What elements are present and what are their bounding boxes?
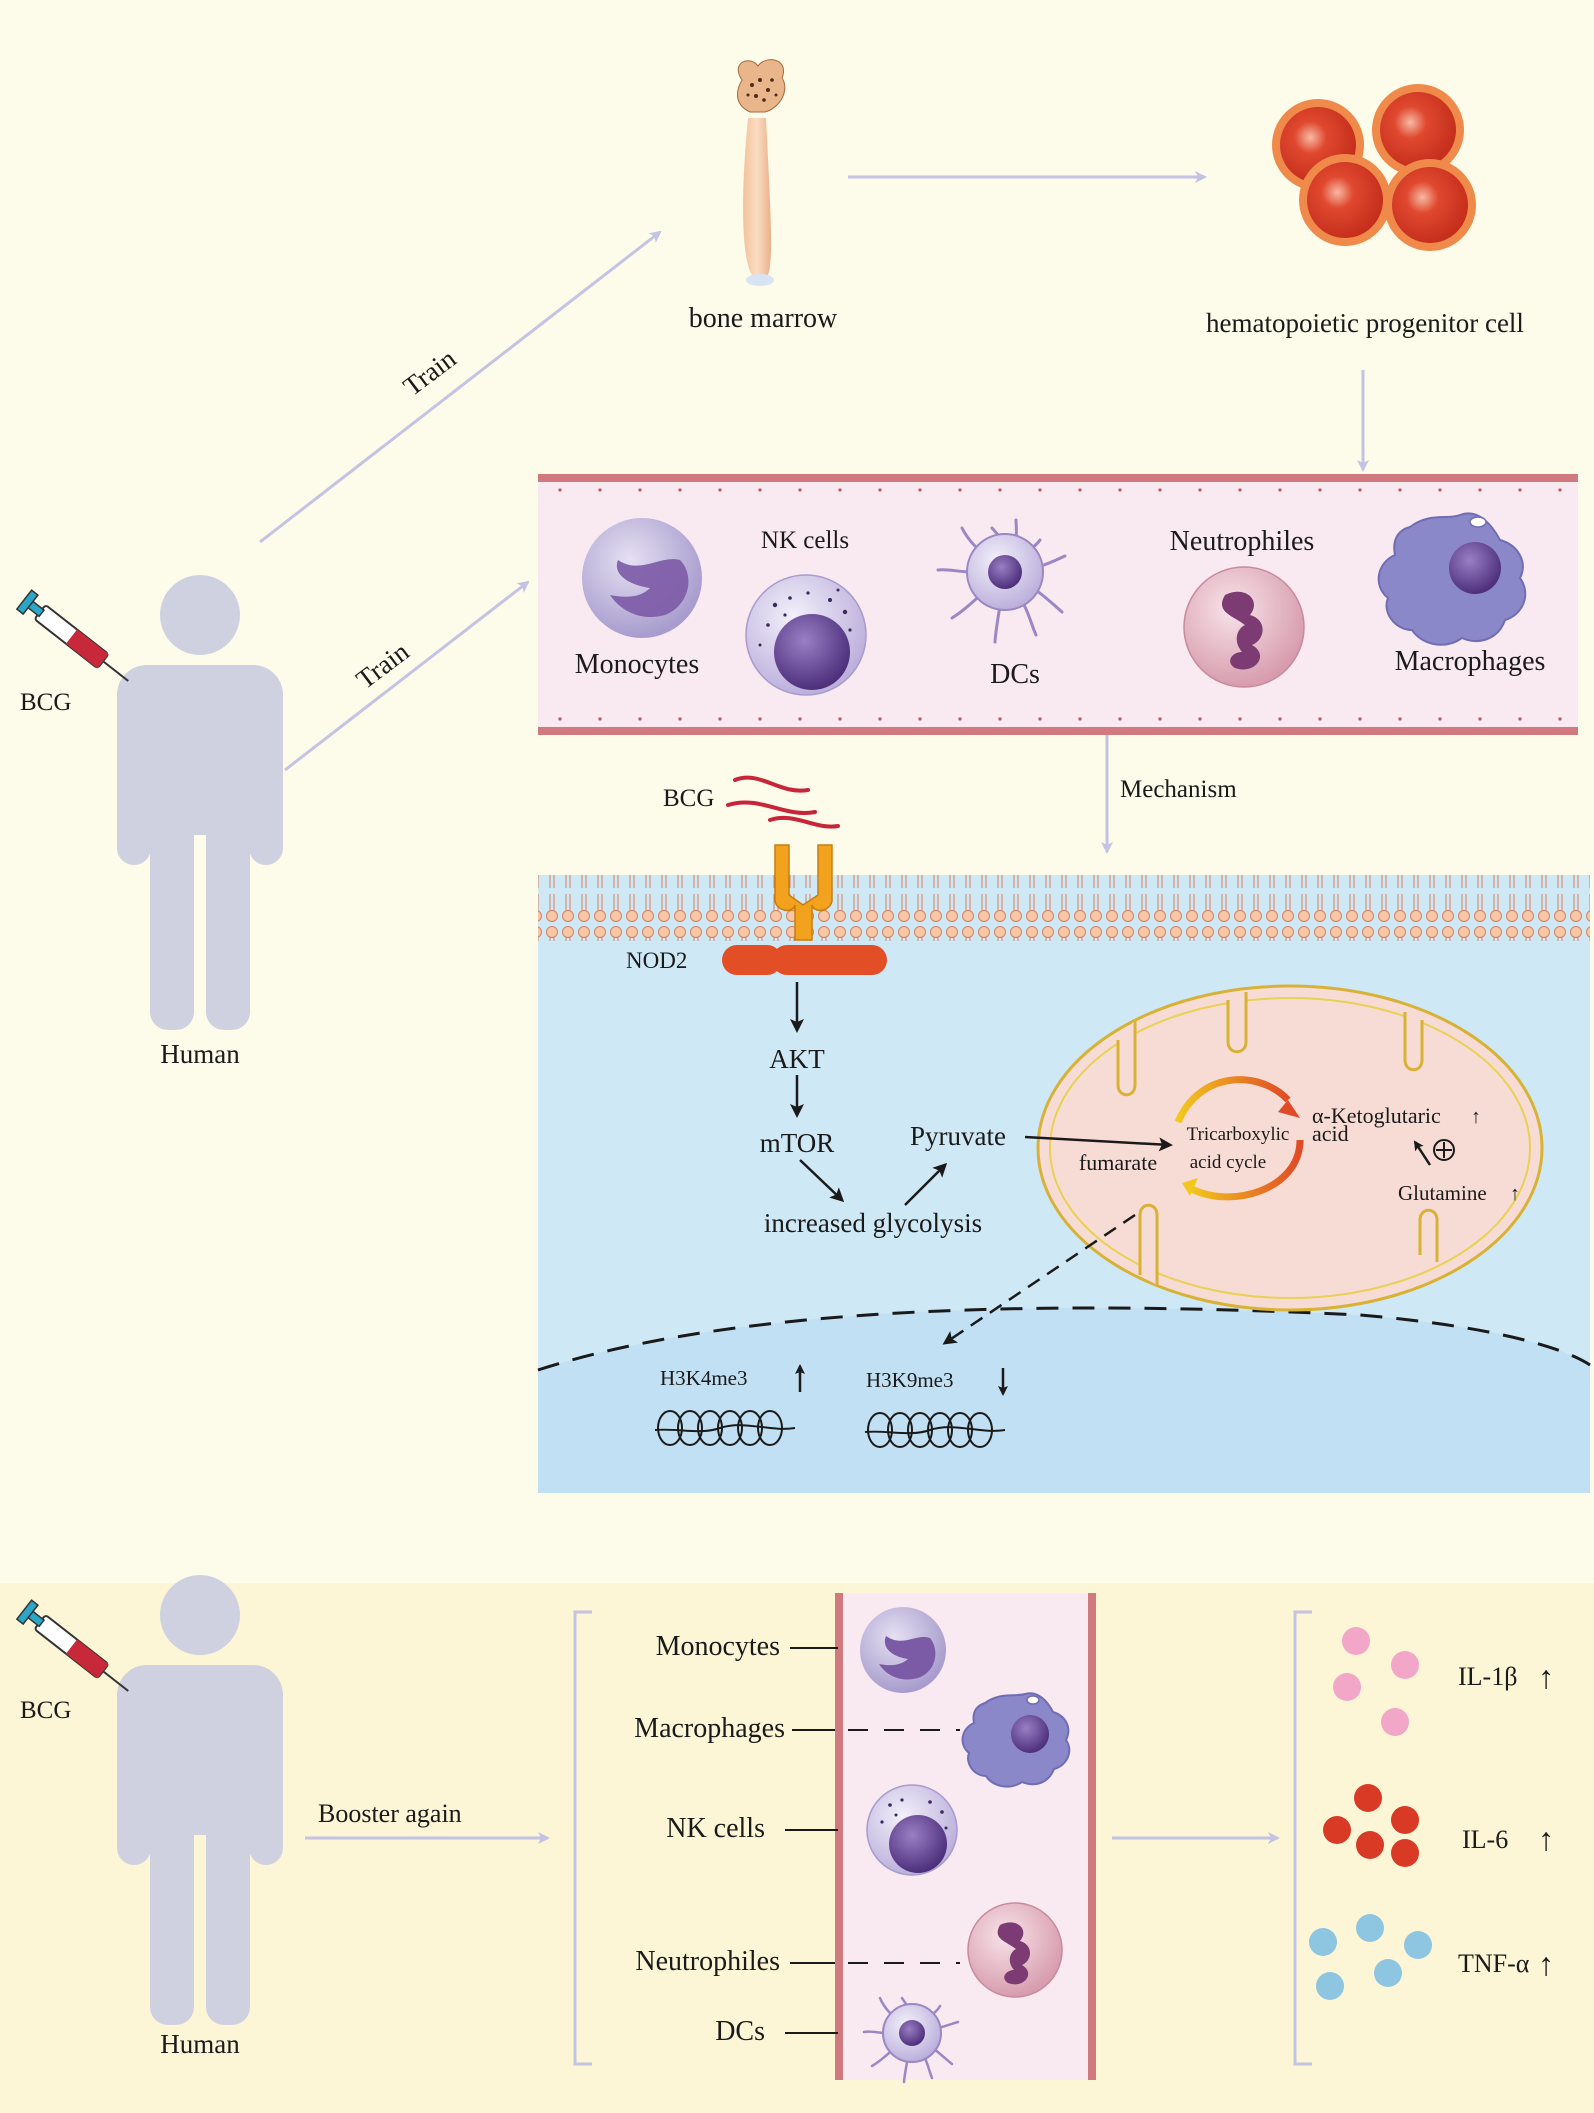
tca-label-line1: Tricarboxylic (1187, 1124, 1290, 1145)
dendritic-cell-body (966, 533, 1044, 611)
human-label-bottom: Human (160, 2029, 240, 2059)
train-arrow-to-vessel (284, 580, 530, 772)
tca-label-line2: acid cycle (1190, 1152, 1266, 1173)
arrow-mtor-glycolysis (799, 1159, 845, 1203)
vessel-label-neutrophiles: Neutrophiles (1170, 526, 1315, 557)
monocyte-cell-icon (582, 518, 702, 638)
il1b-label: IL-1β (1458, 1662, 1517, 1691)
vessel-label-dcs: DCs (990, 659, 1040, 690)
human-figure-bottom (117, 1575, 283, 2025)
il6-label: IL-6 (1462, 1825, 1508, 1854)
tnfa-label: TNF-α (1458, 1949, 1530, 1978)
il6-particles (1323, 1784, 1419, 1867)
train-arrow-to-bone-marrow (259, 230, 662, 544)
h3k4me3-label: H3K4me3 (660, 1366, 748, 1390)
bcg-label-bottom: BCG (20, 1697, 71, 1724)
bottom-nk-cell-icon (866, 1784, 958, 1876)
arrow-glutamine-akg (1413, 1140, 1432, 1166)
neutrophil-cell-icon (1183, 566, 1305, 688)
macrophage-cell-icon (1377, 512, 1527, 646)
glycolysis-label: increased glycolysis (764, 1208, 982, 1238)
glutamine-label: Glutamine (1398, 1181, 1487, 1205)
hematopoietic-progenitor-cells (1272, 84, 1476, 251)
vessel-label-macrophages: Macrophages (1395, 646, 1546, 677)
mitochondrion (1036, 984, 1544, 1312)
tnfa-up-arrow: ↑ (1538, 1946, 1554, 1982)
syringe-icon-bottom (15, 1599, 129, 1692)
bottom-label-nk-cells: NK cells (666, 1813, 765, 1844)
tca-cycle (1174, 1076, 1304, 1201)
glutamine-up-arrow: ↑ (1510, 1183, 1520, 1205)
akg-up-arrow: ↑ (1471, 1106, 1481, 1128)
bottom-label-neutrophiles: Neutrophiles (635, 1946, 780, 1977)
chromatin-icon-h3k9 (864, 1412, 1006, 1448)
nod2-label: NOD2 (626, 948, 687, 973)
akg-label-line1: α-Ketoglutaric (1312, 1103, 1441, 1128)
il6-up-arrow: ↑ (1538, 1821, 1554, 1857)
bottom-macrophage-icon (961, 1692, 1071, 1788)
syringe-icon-top (15, 589, 129, 682)
bone-marrow-label: bone marrow (689, 303, 838, 334)
bcg-label-top: BCG (20, 689, 71, 716)
mtor-label: mTOR (760, 1128, 835, 1158)
human-figure-top (117, 575, 283, 1030)
bottom-dendritic-cell-icon (862, 1996, 960, 2084)
bottom-neutrophil-icon (967, 1902, 1063, 1998)
hpc-label: hematopoietic progenitor cell (1206, 308, 1524, 338)
bcg-bacteria-icon (726, 775, 840, 829)
vessel-label-monocytes: Monocytes (575, 649, 699, 680)
bone-marrow-illustration (737, 59, 786, 286)
nk-cell-icon (745, 574, 867, 696)
akt-label: AKT (769, 1044, 825, 1074)
bottom-label-macrophages: Macrophages (634, 1713, 785, 1744)
bcg-label-mechanism: BCG (663, 785, 714, 812)
il1b-up-arrow: ↑ (1538, 1659, 1554, 1695)
human-label-top: Human (160, 1039, 240, 1069)
fumarate-label: fumarate (1079, 1150, 1157, 1175)
plus-icon (1433, 1139, 1455, 1161)
train-label-lower: Train (351, 636, 415, 695)
chromatin-icon-h3k4 (654, 1410, 796, 1446)
dashed-arrow-fumarate-nucleus (942, 1213, 1136, 1345)
nod2-receptor (722, 844, 887, 975)
arrow-pyruvate-tca (1024, 1135, 1173, 1152)
h3k9me3-label: H3K9me3 (866, 1368, 954, 1392)
cytokine-bracket (1293, 1610, 1312, 2066)
bottom-monocyte-icon (860, 1607, 946, 1693)
akg-label-line2: acid (1312, 1121, 1349, 1146)
pyruvate-label: Pyruvate (910, 1121, 1006, 1151)
arrow-glycolysis-pyruvate (904, 1162, 948, 1206)
il1b-particles (1333, 1627, 1419, 1736)
cell-list-bracket (573, 1610, 592, 2066)
bottom-label-dcs: DCs (715, 2016, 765, 2047)
mechanism-label: Mechanism (1120, 776, 1237, 803)
vessel-label-nk-cells: NK cells (761, 527, 849, 554)
tnfa-particles (1309, 1914, 1432, 2000)
bottom-label-monocytes: Monocytes (656, 1631, 780, 1662)
booster-label: Booster again (318, 1799, 462, 1828)
